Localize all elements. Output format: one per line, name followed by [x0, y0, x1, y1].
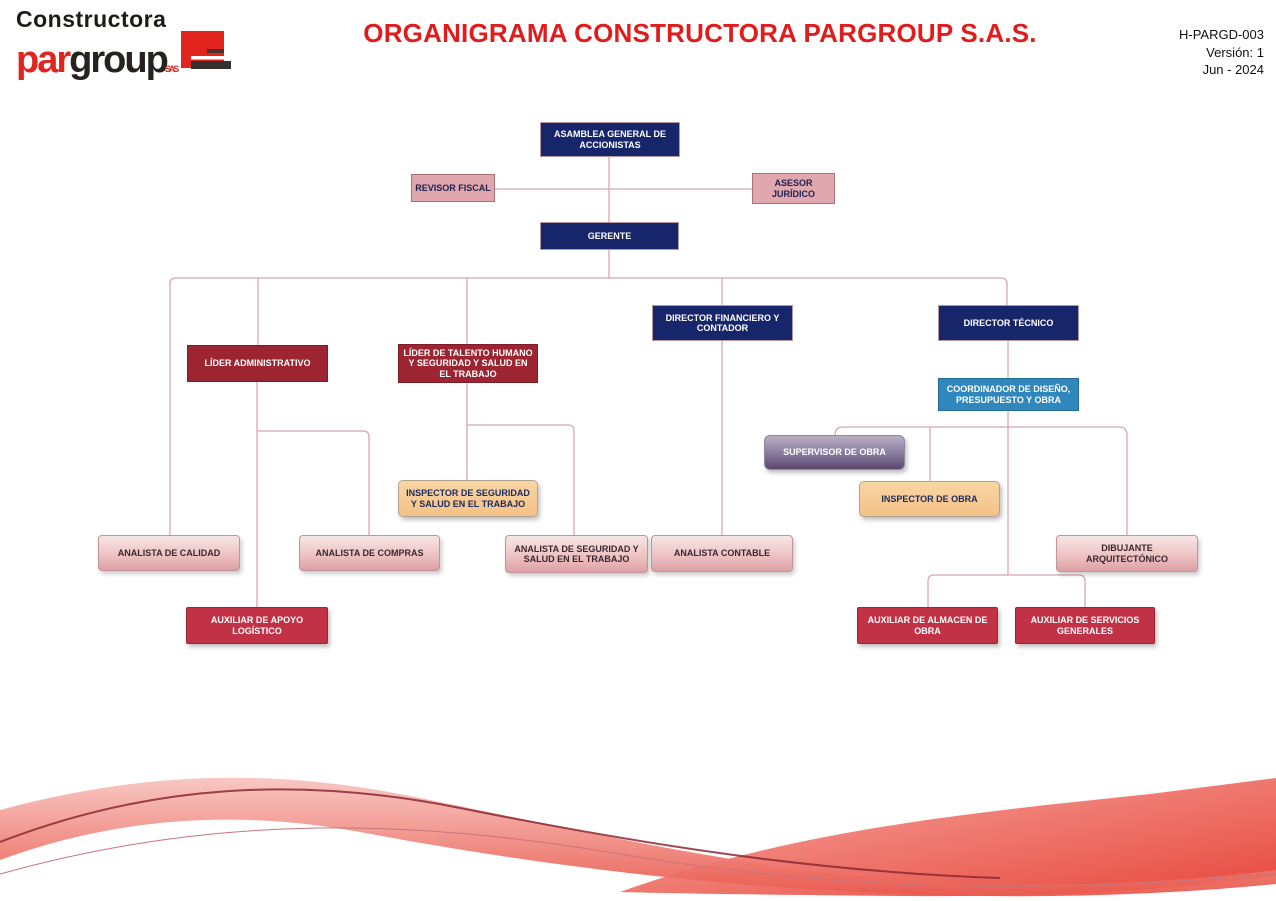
org-node-auxiliar-almacen-obra: AUXILIAR DE ALMACEN DE OBRA: [857, 607, 998, 644]
org-node-lider-administrativo: LÍDER ADMINISTRATIVO: [187, 345, 328, 382]
org-node-label: ASESOR JURÍDICO: [771, 178, 815, 199]
org-node-label: DIRECTOR FINANCIERO Y CONTADOR: [665, 312, 780, 333]
logo-word-group: group: [69, 38, 169, 81]
org-node-label: COORDINADOR DE DISEÑO, PRESUPUESTO Y OBR…: [946, 384, 1071, 405]
org-node-analista-sst: ANALISTA DE SEGURIDAD Y SALUD EN EL TRAB…: [505, 535, 648, 573]
org-node-lider-talento-humano: LÍDER DE TALENTO HUMANO Y SEGURIDAD Y SA…: [398, 344, 538, 383]
document-info: H-PARGD-003 Versión: 1 Jun - 2024: [1179, 26, 1264, 79]
org-node-label: GERENTE: [587, 230, 632, 241]
decorative-wave-graphic: [0, 777, 1276, 897]
org-node-supervisor-obra: SUPERVISOR DE OBRA: [764, 435, 905, 470]
org-node-label: SUPERVISOR DE OBRA: [783, 447, 886, 458]
org-node-director-tecnico: DIRECTOR TÉCNICO: [938, 305, 1079, 341]
org-node-auxiliar-servicios-generales: AUXILIAR DE SERVICIOS GENERALES: [1015, 607, 1155, 644]
org-node-label: ANALISTA DE SEGURIDAD Y SALUD EN EL TRAB…: [514, 543, 639, 564]
org-node-asesor-juridico: ASESOR JURÍDICO: [752, 173, 835, 204]
org-node-coordinador-diseno: COORDINADOR DE DISEÑO, PRESUPUESTO Y OBR…: [938, 378, 1079, 411]
org-node-gerente: GERENTE: [540, 222, 679, 250]
logo-word-par: par: [16, 38, 71, 81]
logo-square-icon-svg: [181, 31, 232, 69]
page-title: ORGANIGRAMA CONSTRUCTORA PARGROUP S.A.S.: [363, 18, 1037, 48]
org-node-label: AUXILIAR DE SERVICIOS GENERALES: [1030, 615, 1140, 636]
org-node-inspector-sst: INSPECTOR DE SEGURIDAD Y SALUD EN EL TRA…: [398, 480, 538, 517]
org-node-analista-contable: ANALISTA CONTABLE: [651, 535, 793, 572]
logo-square-icon: [181, 31, 232, 77]
org-node-label: INSPECTOR DE SEGURIDAD Y SALUD EN EL TRA…: [406, 488, 530, 509]
logo-sas-label: SAS: [164, 63, 179, 74]
org-node-label: DIRECTOR TÉCNICO: [963, 317, 1054, 328]
org-node-analista-calidad: ANALISTA DE CALIDAD: [98, 535, 240, 571]
org-node-label: LÍDER ADMINISTRATIVO: [204, 358, 311, 369]
org-node-label: ANALISTA DE COMPRAS: [315, 547, 424, 558]
org-node-inspector-obra: INSPECTOR DE OBRA: [859, 481, 1000, 517]
org-node-label: INSPECTOR DE OBRA: [881, 493, 978, 504]
org-node-label: LÍDER DE TALENTO HUMANO Y SEGURIDAD Y SA…: [403, 347, 533, 379]
org-node-revisor-fiscal: REVISOR FISCAL: [411, 174, 495, 202]
logo-text-constructora: Constructora: [16, 6, 167, 32]
document-code: H-PARGD-003: [1178, 27, 1264, 42]
org-node-analista-compras: ANALISTA DE COMPRAS: [299, 535, 440, 571]
org-node-label: ANALISTA CONTABLE: [673, 548, 771, 559]
logo-wordmark: pargroupSAS: [16, 41, 179, 79]
org-node-label: AUXILIAR DE APOYO LOGÍSTICO: [210, 615, 304, 636]
document-date: Jun - 2024: [1202, 62, 1264, 78]
org-node-auxiliar-apoyo-logistico: AUXILIAR DE APOYO LOGÍSTICO: [186, 607, 328, 644]
org-node-director-financiero: DIRECTOR FINANCIERO Y CONTADOR: [652, 305, 793, 341]
org-node-label: REVISOR FISCAL: [415, 182, 491, 193]
company-logo: Constructora pargroupSAS: [16, 6, 246, 79]
org-node-label: DIBUJANTE ARQUITECTÓNICO: [1086, 543, 1168, 564]
org-node-label: ANALISTA DE CALIDAD: [117, 547, 221, 558]
document-version: Versión: 1: [1206, 44, 1264, 60]
org-node-dibujante-arquitectonico: DIBUJANTE ARQUITECTÓNICO: [1056, 535, 1198, 572]
org-node-label: AUXILIAR DE ALMACEN DE OBRA: [867, 615, 988, 636]
org-node-asamblea: ASAMBLEA GENERAL DE ACCIONISTAS: [540, 122, 680, 157]
org-node-label: ASAMBLEA GENERAL DE ACCIONISTAS: [553, 129, 666, 150]
